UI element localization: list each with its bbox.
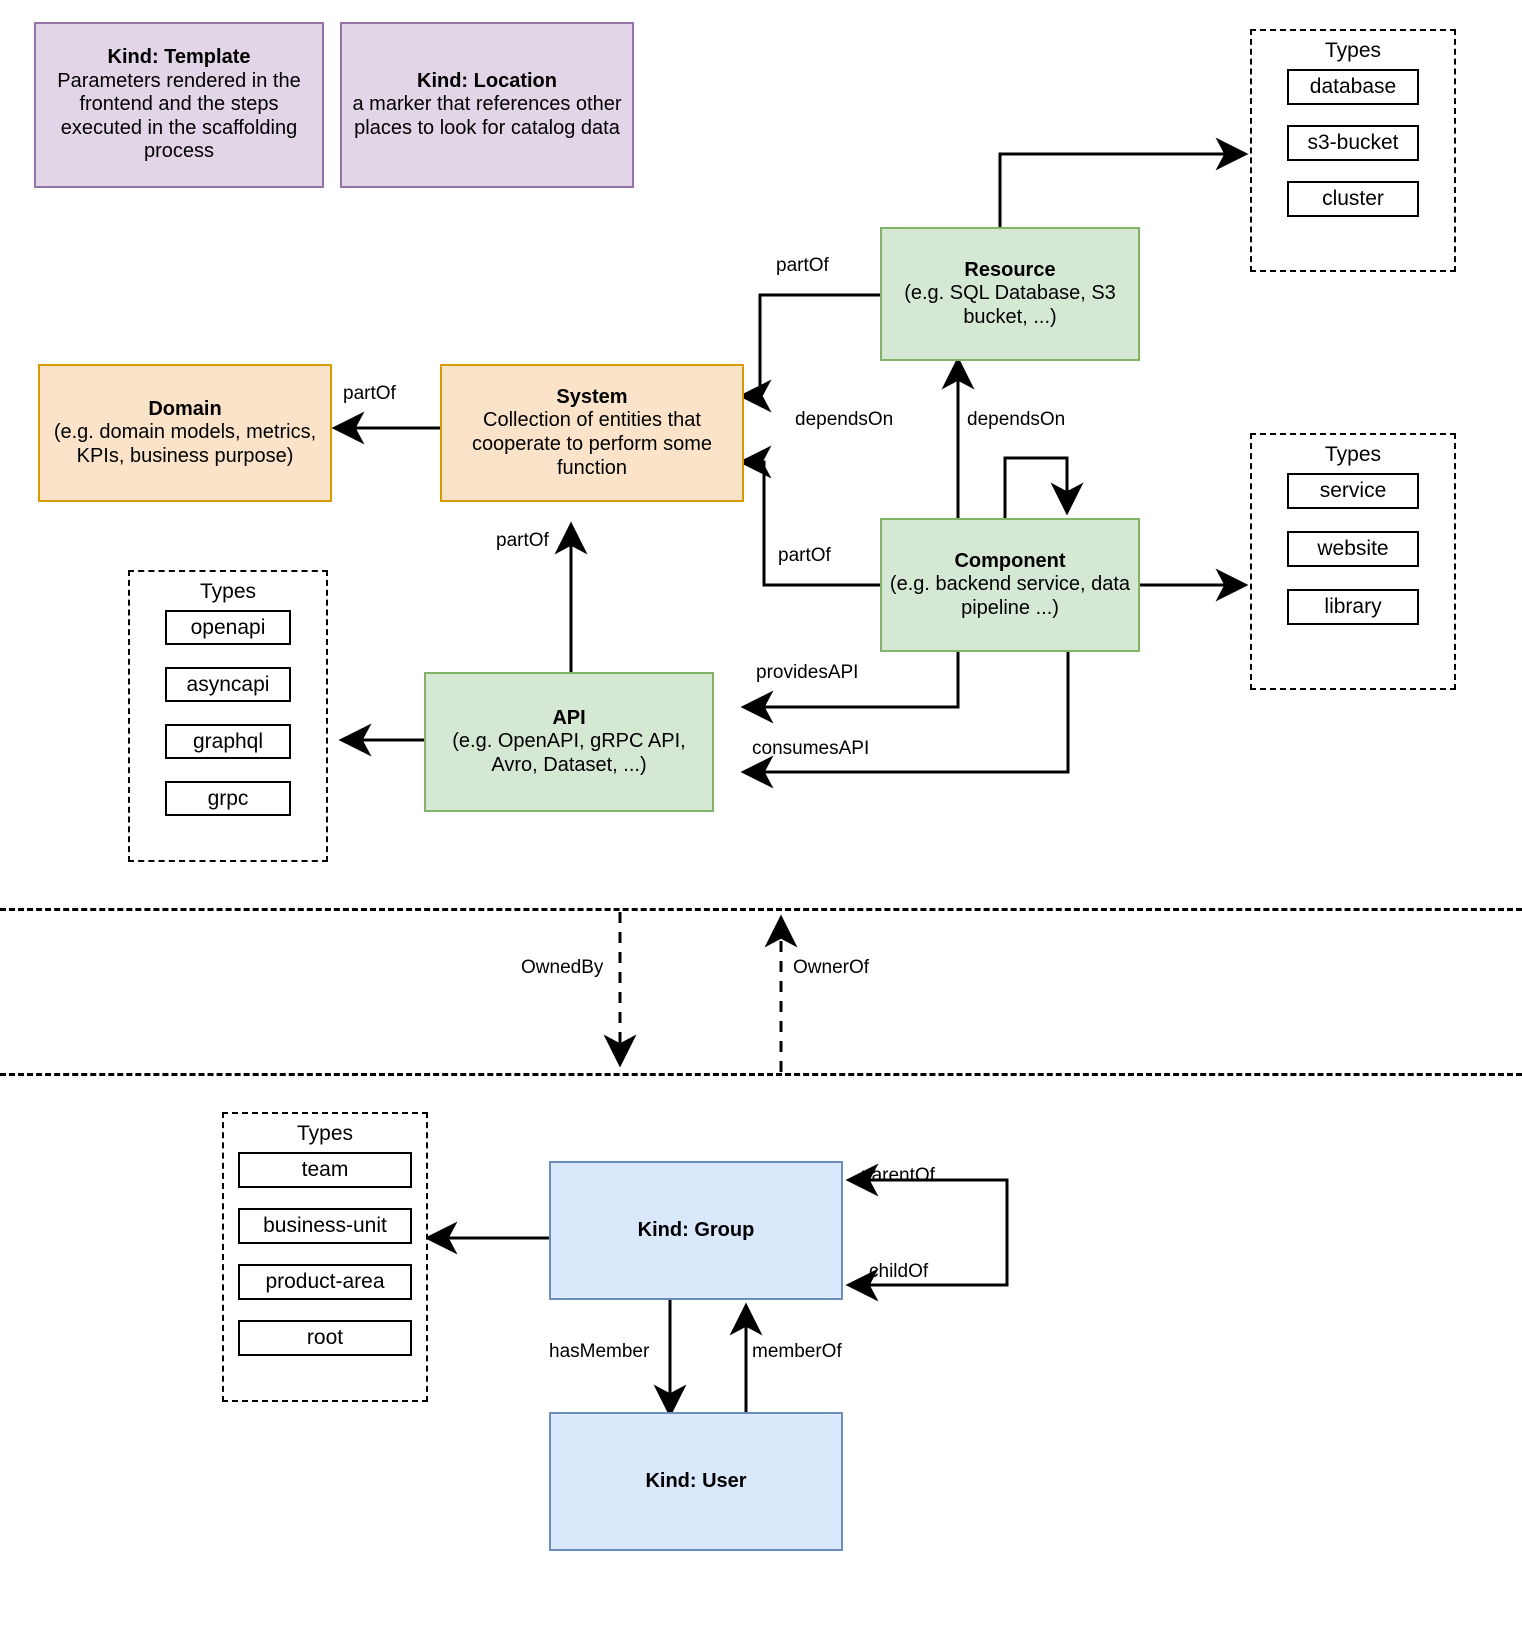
edge-label-parentof: parentOf [861,1165,935,1186]
edge-label-domain-partof: partOf [343,383,396,404]
node-component[interactable]: Component (e.g. backend service, data pi… [880,518,1140,652]
types-api-heading: Types [199,580,257,603]
node-system-title: System [556,385,628,408]
node-api-title: API [552,706,586,729]
edge-label-resource-dependson: dependsOn [795,409,894,430]
type-chip-graphql[interactable]: graphql [165,724,291,759]
node-resource-title: Resource [964,258,1056,281]
type-chip-grpc[interactable]: grpc [165,781,291,816]
edge-label-childof: childOf [869,1261,929,1282]
edge-label-hasmember: hasMember [549,1341,650,1362]
node-api-desc: (e.g. OpenAPI, gRPC API, Avro, Dataset, … [452,730,686,776]
node-kind-group-title: Kind: Group [637,1218,755,1241]
divider-top [0,908,1522,911]
type-chip-asyncapi[interactable]: asyncapi [165,667,291,702]
edge-label-component-dependson: dependsOn [967,409,1066,430]
node-resource[interactable]: Resource (e.g. SQL Database, S3 bucket, … [880,227,1140,361]
node-system[interactable]: System Collection of entities that coope… [440,364,744,502]
node-component-title: Component [954,549,1066,572]
type-chip-cluster[interactable]: cluster [1287,181,1419,217]
type-chip-team[interactable]: team [238,1152,412,1188]
node-kind-user[interactable]: Kind: User [549,1412,843,1551]
node-kind-template-desc: Parameters rendered in the frontend and … [57,69,301,163]
types-resource-heading: Types [1324,39,1382,62]
type-chip-website[interactable]: website [1287,531,1419,567]
node-domain-title: Domain [148,397,222,420]
types-component: Types service website library [1250,433,1456,690]
node-kind-location-title: Kind: Location [417,69,557,92]
types-group-heading: Types [296,1122,354,1145]
edge-group-parentof [845,1163,1009,1240]
node-system-desc: Collection of entities that cooperate to… [471,409,713,479]
edge-label-component-partof: partOf [778,545,831,566]
types-api: Types openapi asyncapi graphql grpc [128,570,328,862]
edge-label-ownedby: OwnedBy [521,957,604,978]
edge-label-api-partof: partOf [496,530,549,551]
types-component-heading: Types [1324,443,1382,466]
type-chip-service[interactable]: service [1287,473,1419,509]
edge-label-providesapi: providesAPI [756,662,859,683]
node-component-desc: (e.g. backend service, data pipeline ...… [889,573,1131,619]
node-kind-group[interactable]: Kind: Group [549,1161,843,1300]
node-domain-desc: (e.g. domain models, metrics, KPIs, busi… [53,421,317,467]
node-kind-template-title: Kind: Template [107,46,251,69]
types-group: Types team business-unit product-area ro… [222,1112,428,1402]
edge-label-resource-partof: partOf [776,255,829,276]
divider-bottom [0,1073,1522,1076]
node-api[interactable]: API (e.g. OpenAPI, gRPC API, Avro, Datas… [424,672,714,812]
node-kind-user-title: Kind: User [645,1469,747,1492]
edge-resource-to-types [998,137,1249,237]
type-chip-business-unit[interactable]: business-unit [238,1208,412,1244]
edge-label-consumesapi: consumesAPI [752,738,870,759]
node-domain[interactable]: Domain (e.g. domain models, metrics, KPI… [38,364,332,502]
type-chip-database[interactable]: database [1287,69,1419,105]
type-chip-s3-bucket[interactable]: s3-bucket [1287,125,1419,161]
edge-label-memberof: memberOf [752,1341,842,1362]
type-chip-library[interactable]: library [1287,589,1419,625]
node-kind-template[interactable]: Kind: Template Parameters rendered in th… [34,22,324,188]
node-kind-location[interactable]: Kind: Location a marker that references … [340,22,634,188]
type-chip-product-area[interactable]: product-area [238,1264,412,1300]
edge-label-ownerof: OwnerOf [793,957,870,978]
node-resource-desc: (e.g. SQL Database, S3 bucket, ...) [904,282,1116,328]
edge-component-dependson-self [1003,456,1084,518]
edge-resource-partof-system [738,293,880,413]
types-resource: Types database s3-bucket cluster [1250,29,1456,272]
type-chip-openapi[interactable]: openapi [165,610,291,645]
node-kind-location-desc: a marker that references other places to… [352,93,622,139]
type-chip-root[interactable]: root [238,1320,412,1356]
